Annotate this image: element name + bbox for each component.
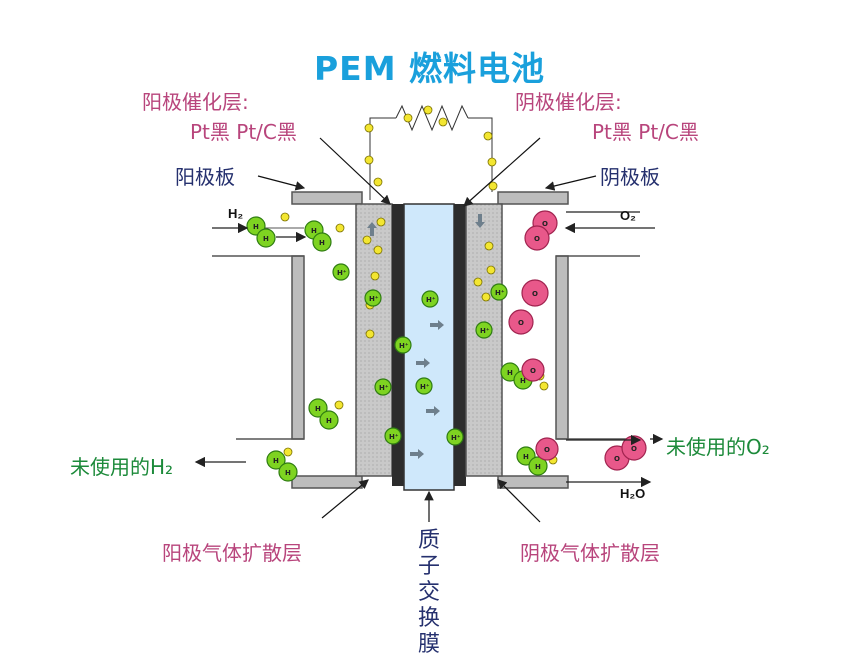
- svg-text:O: O: [544, 446, 550, 454]
- svg-text:O: O: [542, 220, 548, 228]
- proton-labels: H⁺ H⁺ H⁺ H⁺ H⁺ H⁺ H⁺ H⁺ H⁺ H⁺: [337, 269, 505, 442]
- anode-catalyst-material: Pt黑 Pt/C黑: [190, 120, 297, 144]
- page-title: PEM 燃料电池: [313, 49, 546, 88]
- svg-text:H: H: [319, 239, 325, 247]
- external-circuit: [369, 104, 493, 200]
- svg-text:H⁺: H⁺: [389, 433, 399, 441]
- cathode-plate: [497, 191, 640, 489]
- cathode-catalyst-layer: [454, 204, 466, 486]
- cathode-catalyst-material: Pt黑 Pt/C黑: [592, 120, 699, 144]
- svg-text:H: H: [523, 453, 529, 461]
- hydrogen-atom-labels: HH HH HH HH HH HH: [253, 223, 541, 477]
- proton-exchange-membrane: [403, 203, 455, 491]
- h2-inlet-label: H₂: [228, 206, 243, 221]
- svg-text:H: H: [520, 377, 526, 385]
- h2o-outlet-label: H₂O: [620, 486, 645, 501]
- callout-arrows: [257, 137, 597, 523]
- anode-catalyst-label: 阳极催化层:: [142, 90, 249, 114]
- unused-h2-label: 未使用的H₂: [70, 455, 174, 479]
- cathode-gdl-label: 阴极气体扩散层: [520, 541, 660, 565]
- svg-text:H⁺: H⁺: [451, 434, 461, 442]
- svg-text:H⁺: H⁺: [337, 269, 347, 277]
- svg-text:H⁺: H⁺: [420, 383, 430, 391]
- svg-text:H: H: [311, 227, 317, 235]
- svg-text:H⁺: H⁺: [480, 327, 490, 335]
- flow-arrows: [367, 214, 485, 459]
- svg-text:H: H: [273, 457, 279, 465]
- svg-text:H⁺: H⁺: [399, 342, 409, 350]
- svg-text:H: H: [285, 469, 291, 477]
- svg-text:O: O: [532, 290, 538, 298]
- oxygen-molecules: [508, 210, 647, 471]
- svg-text:H: H: [326, 417, 332, 425]
- svg-text:H: H: [507, 369, 513, 377]
- cathode-catalyst-label: 阴极催化层:: [515, 90, 622, 114]
- anode-plate: [212, 191, 363, 489]
- membrane-label: 质子交换膜: [417, 528, 440, 657]
- protons: [332, 263, 508, 446]
- svg-text:H⁺: H⁺: [426, 296, 436, 304]
- svg-text:H: H: [315, 405, 321, 413]
- svg-text:H⁺: H⁺: [379, 384, 389, 392]
- hydrogen-molecules: [246, 216, 548, 482]
- svg-text:H: H: [253, 223, 259, 231]
- gas-flow-lines: [194, 211, 664, 488]
- svg-text:O: O: [530, 367, 536, 375]
- svg-text:H⁺: H⁺: [369, 295, 379, 303]
- svg-text:H⁺: H⁺: [495, 289, 505, 297]
- svg-text:H: H: [263, 235, 269, 243]
- svg-text:O: O: [518, 319, 524, 327]
- svg-text:O: O: [614, 455, 620, 463]
- o2-inlet-label: O₂: [620, 208, 636, 223]
- anode-plate-label: 阳极板: [175, 165, 235, 189]
- svg-text:H: H: [535, 463, 541, 471]
- unused-o2-label: 未使用的O₂: [666, 435, 770, 459]
- anode-gdl-label: 阳极气体扩散层: [162, 541, 302, 565]
- oxygen-atom-labels: OO O O O O OO: [518, 220, 637, 463]
- cathode-plate-label: 阴极板: [600, 165, 660, 189]
- svg-text:O: O: [631, 445, 637, 453]
- cathode-gdl: [465, 203, 503, 477]
- svg-text:O: O: [534, 235, 540, 243]
